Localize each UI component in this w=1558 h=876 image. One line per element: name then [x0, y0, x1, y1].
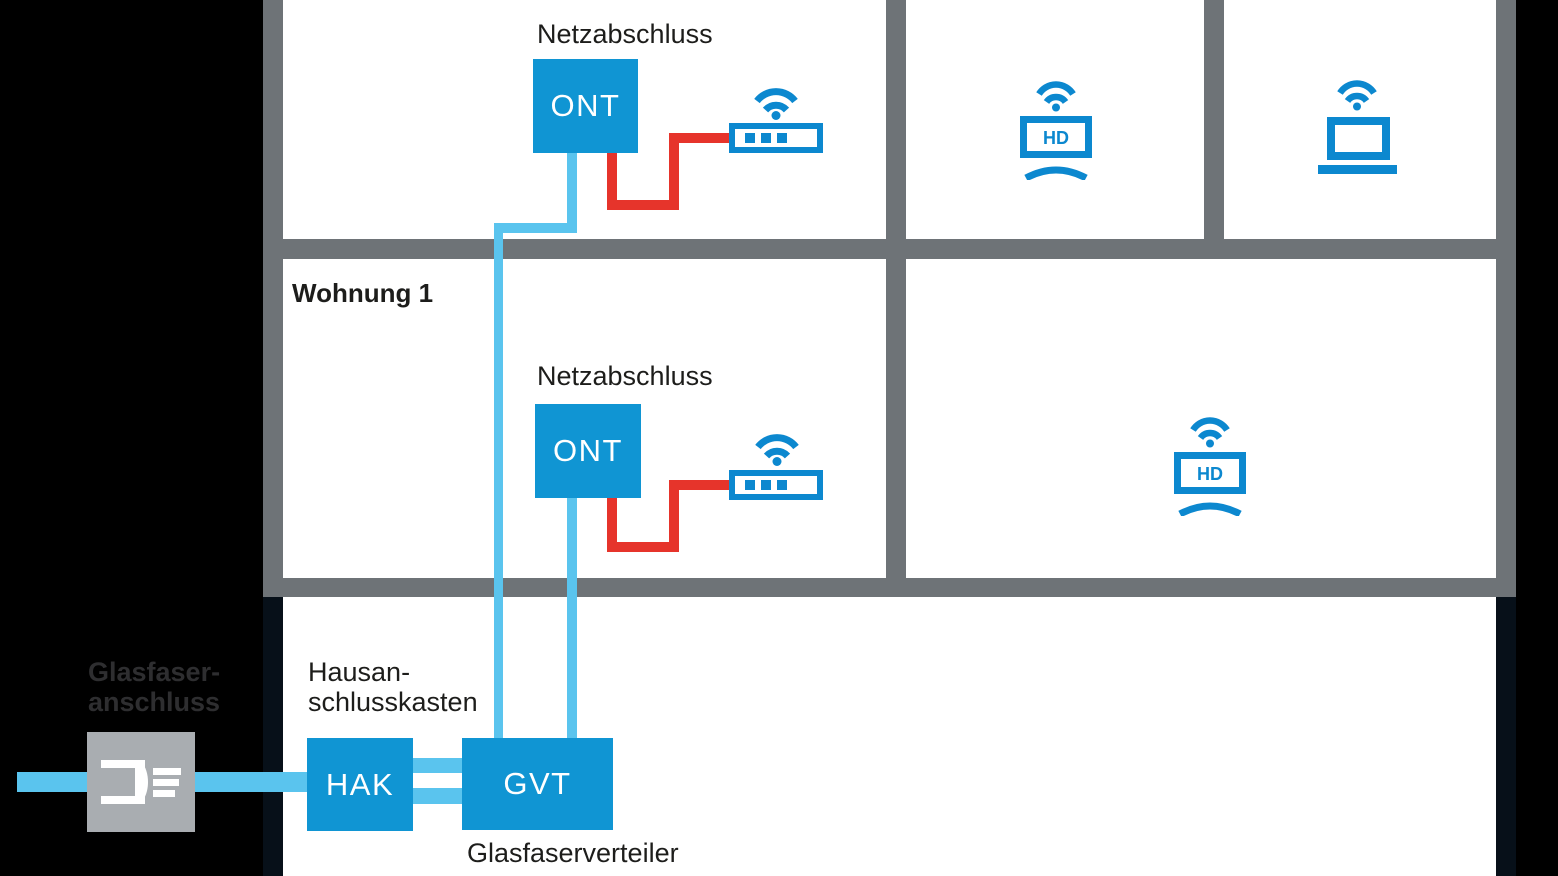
netzabschluss-caption-top: Netzabschluss [537, 19, 713, 49]
fiber-cable-ont-w1 [567, 498, 577, 738]
ont-box-top: ONT [533, 59, 638, 153]
lan-cable-top-b [607, 200, 679, 210]
room-basement [283, 597, 1496, 876]
glasfaseranschluss-line-2: anschluss [88, 687, 221, 717]
lan-cable-top-d [669, 133, 732, 143]
wifi-icon [754, 88, 798, 120]
lan-cable-top-a [607, 152, 617, 210]
lan-cable-top-c [669, 133, 679, 210]
lan-cable-w1-a [607, 498, 617, 552]
glasfaserverteiler-caption: Glasfaserverteiler [467, 838, 679, 868]
wifi-icon [755, 434, 799, 466]
hausanschlusskasten-caption: Hausan- schlusskasten [308, 657, 478, 717]
wifi-router-icon [729, 470, 823, 500]
hak-box: HAK [307, 738, 413, 831]
fiber-cable-ont-top-v2 [494, 223, 503, 738]
ont-box-top-label: ONT [550, 88, 621, 123]
ont-box-w1: ONT [535, 404, 641, 498]
fiber-cable-ont-top-v1 [567, 152, 577, 233]
gvt-box-label: GVT [503, 766, 572, 801]
laptop-icon [1318, 80, 1397, 174]
tv-hd-icon: HD [1174, 417, 1246, 516]
wall-top-divider [1204, 0, 1224, 259]
glasfaseranschluss-line-1: Glasfaser- [88, 657, 221, 687]
wall-left [263, 0, 283, 597]
fiber-cable-hak-gvt-1 [413, 758, 462, 773]
wall-floor-1 [263, 239, 1516, 259]
tv-hd-icon: HD [1020, 81, 1092, 180]
hausanschlusskasten-line-1: Hausan- [308, 657, 411, 687]
fiber-cable-hak-gvt-2 [413, 788, 462, 804]
hak-box-label: HAK [325, 766, 395, 802]
fiber-plug-icon [101, 760, 181, 804]
wifi-router-icon [729, 123, 823, 153]
room-apartment-1-tv [906, 259, 1496, 578]
hausanschlusskasten-line-2: schlusskasten [308, 687, 478, 717]
wall-middle-vertical [886, 0, 906, 597]
apartment-1-name: Wohnung 1 [292, 278, 434, 308]
street-connector-box [87, 732, 195, 832]
lan-cable-w1-b [607, 542, 679, 552]
basement-wall-right [1496, 597, 1516, 876]
fiber-cable-ont-top-h [494, 223, 577, 233]
ont-box-w1-label: ONT [553, 433, 623, 468]
lan-cable-w1-c [669, 480, 679, 552]
gvt-box: GVT [462, 738, 613, 830]
tv-hd-badge: HD [1043, 128, 1069, 148]
wall-right [1496, 0, 1516, 597]
netzabschluss-caption-w1: Netzabschluss [537, 361, 713, 391]
glasfaseranschluss-caption: Glasfaser- anschluss [88, 657, 220, 717]
lan-cable-w1-d [669, 480, 732, 490]
tv-hd-badge: HD [1197, 464, 1223, 484]
wall-floor-2 [263, 578, 1516, 597]
basement-wall-left [263, 597, 283, 876]
